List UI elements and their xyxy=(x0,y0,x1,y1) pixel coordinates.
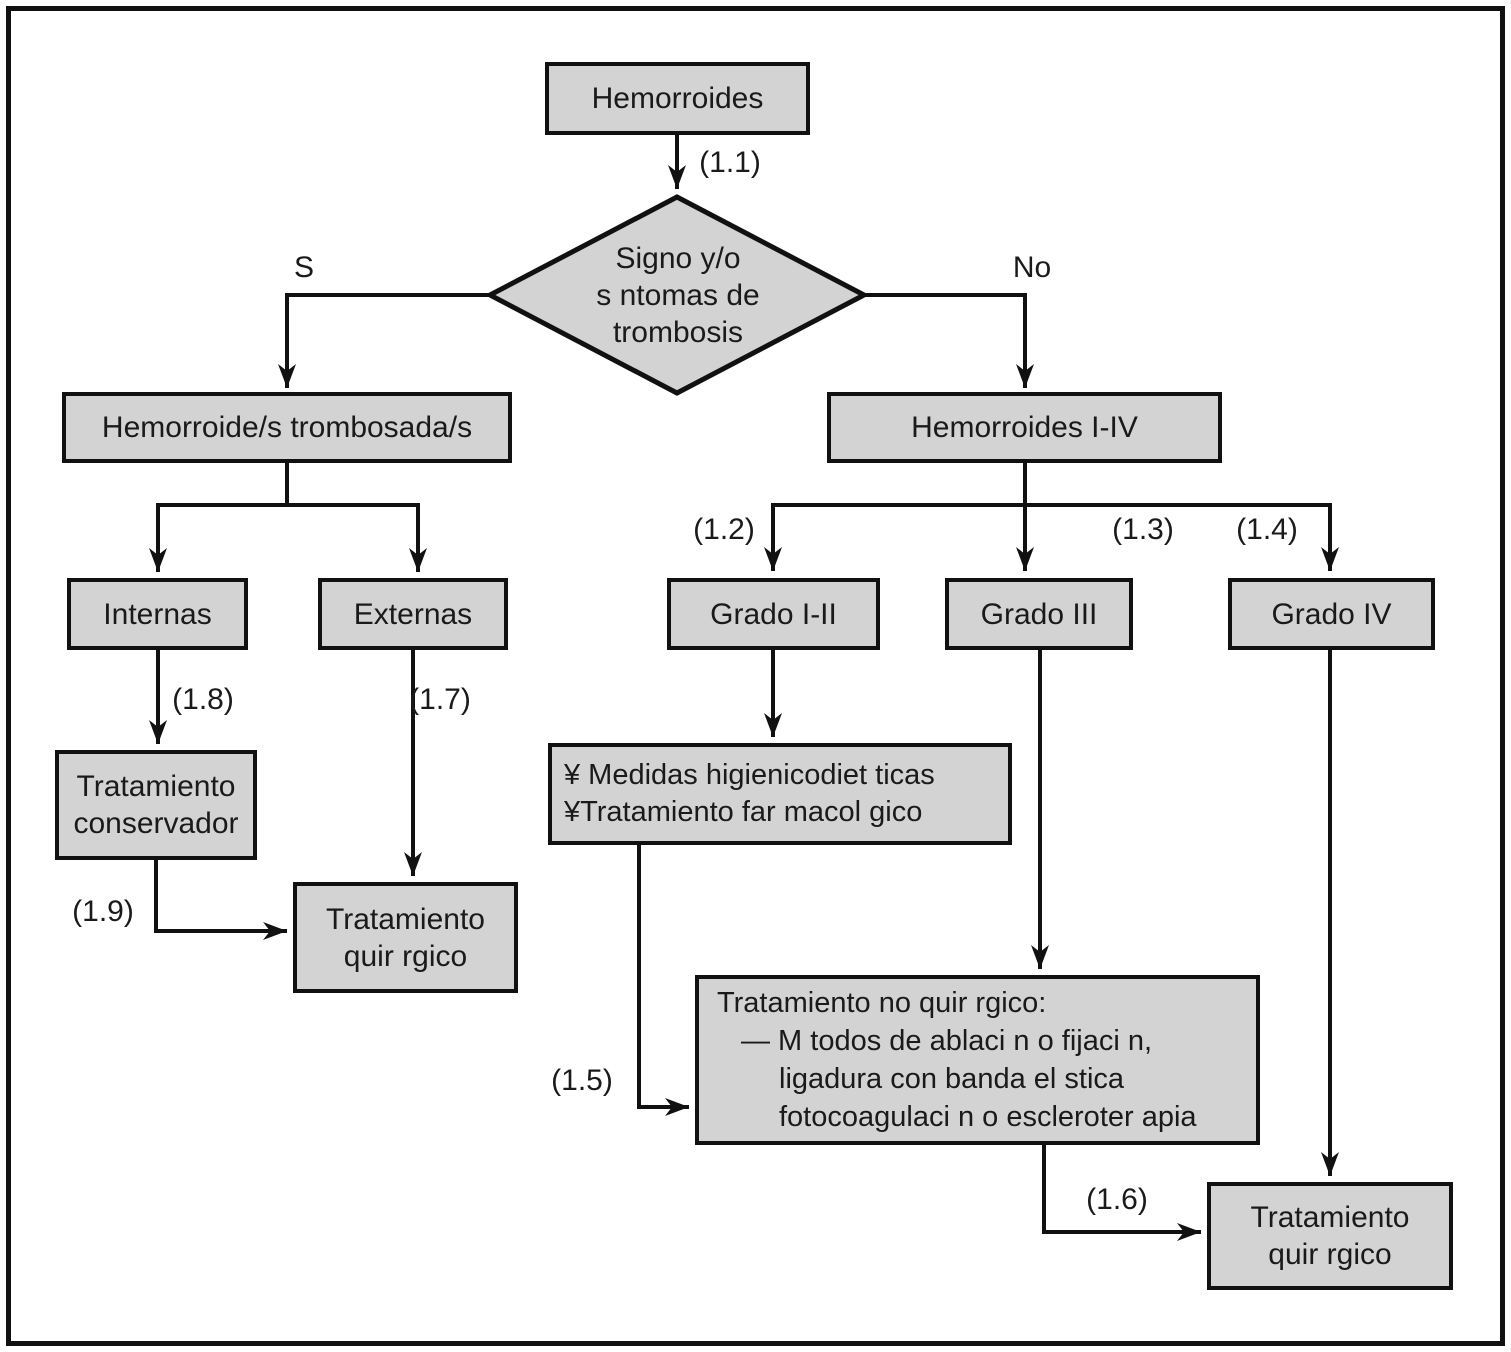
edge-label-1-5: (1.5) xyxy=(551,1064,613,1097)
edge-medidas-no-quirurgico xyxy=(637,845,689,1116)
node-grado-iii: Grado III xyxy=(945,578,1133,650)
node-decision-trombosis: Signo y/o s ntomas de trombosis xyxy=(552,239,804,351)
node-label: Grado III xyxy=(980,597,1098,631)
node-grado-i-ii: Grado I-II xyxy=(667,578,880,650)
node-hemorroides-i-iv: Hemorroides I-IV xyxy=(827,392,1222,463)
node-label: — M todos de ablaci n o fijaci n, xyxy=(741,1025,1153,1057)
edge-decision-no-hemorroides-i-iv xyxy=(865,293,1034,388)
node-medidas-higienicodieteticas: ¥ Medidas higienicodiet ticas ¥Tratamien… xyxy=(548,743,1012,845)
node-label: Hemorroides I-IV xyxy=(911,411,1138,444)
node-label: quir rgico xyxy=(1268,1238,1392,1271)
node-tratamiento-conservador: Tratamiento conservador xyxy=(55,750,257,860)
edge-label-1-8: (1.8) xyxy=(172,683,234,716)
node-internas: Internas xyxy=(67,578,248,650)
edge-label-1-4: (1.4) xyxy=(1236,513,1298,546)
node-label: fotocoagulaci n o escleroter apia xyxy=(779,1101,1197,1133)
node-label: ¥Tratamiento far macol gico xyxy=(564,796,923,828)
node-label: Tratamiento xyxy=(76,770,236,803)
edge-hemorroides-grado-iv xyxy=(1025,503,1339,571)
node-label: quir rgico xyxy=(343,939,468,973)
node-trombosadas: Hemorroide/s trombosada/s xyxy=(62,392,512,463)
node-grado-iv: Grado IV xyxy=(1228,578,1435,650)
decision-diamond-shape xyxy=(484,194,870,396)
edge-label-si: S xyxy=(293,251,314,284)
node-tratamiento-quirurgico-der: Tratamiento quir rgico xyxy=(1207,1182,1453,1290)
edge-decision-si-trombosadas xyxy=(278,293,490,388)
edge-label-1-9: (1.9) xyxy=(72,895,134,928)
node-label: Tratamiento no quir rgico: xyxy=(717,987,1047,1019)
node-hemorroides: Hemorroides xyxy=(545,62,810,135)
edge-hemorroides-grado-i-ii xyxy=(764,503,1025,571)
node-label: Hemorroides xyxy=(591,82,764,115)
node-label: Internas xyxy=(103,597,212,631)
node-label: Tratamiento xyxy=(1250,1201,1410,1234)
node-label: Externas xyxy=(353,597,473,631)
edge-label-1-3: (1.3) xyxy=(1112,513,1174,546)
edge-trombosadas-externas xyxy=(287,503,427,572)
node-label: Tratamiento xyxy=(326,902,485,936)
edge-conservador-quirurgico xyxy=(154,860,287,940)
edge-label-1-7: (1.7) xyxy=(409,683,471,716)
node-externas: Externas xyxy=(318,578,508,650)
edge-trombosadas-internas xyxy=(149,503,287,572)
node-label: conservador xyxy=(73,807,239,840)
node-label: ¥ Medidas higienicodiet ticas xyxy=(564,759,935,791)
edge-label-1-1: (1.1) xyxy=(699,146,761,179)
node-tratamiento-quirurgico-izq: Tratamiento quir rgico xyxy=(293,882,518,993)
edge-label-1-2: (1.2) xyxy=(693,513,755,546)
node-label: Hemorroide/s trombosada/s xyxy=(101,411,473,444)
edge-label-no: No xyxy=(1012,251,1052,284)
decision-line: s ntomas de xyxy=(596,278,760,312)
node-label: ligadura con banda el stica xyxy=(779,1063,1125,1095)
edge-no-quirurgico-quirurgico-der xyxy=(1042,1145,1201,1241)
node-label: Grado I-II xyxy=(710,597,837,631)
node-label: Grado IV xyxy=(1271,597,1392,631)
outer-border xyxy=(6,6,1505,1346)
node-tratamiento-no-quirurgico: Tratamiento no quir rgico: — M todos de … xyxy=(695,975,1260,1145)
edge-label-1-6: (1.6) xyxy=(1086,1183,1148,1216)
decision-line: trombosis xyxy=(612,315,744,349)
decision-line: Signo y/o xyxy=(615,241,741,275)
